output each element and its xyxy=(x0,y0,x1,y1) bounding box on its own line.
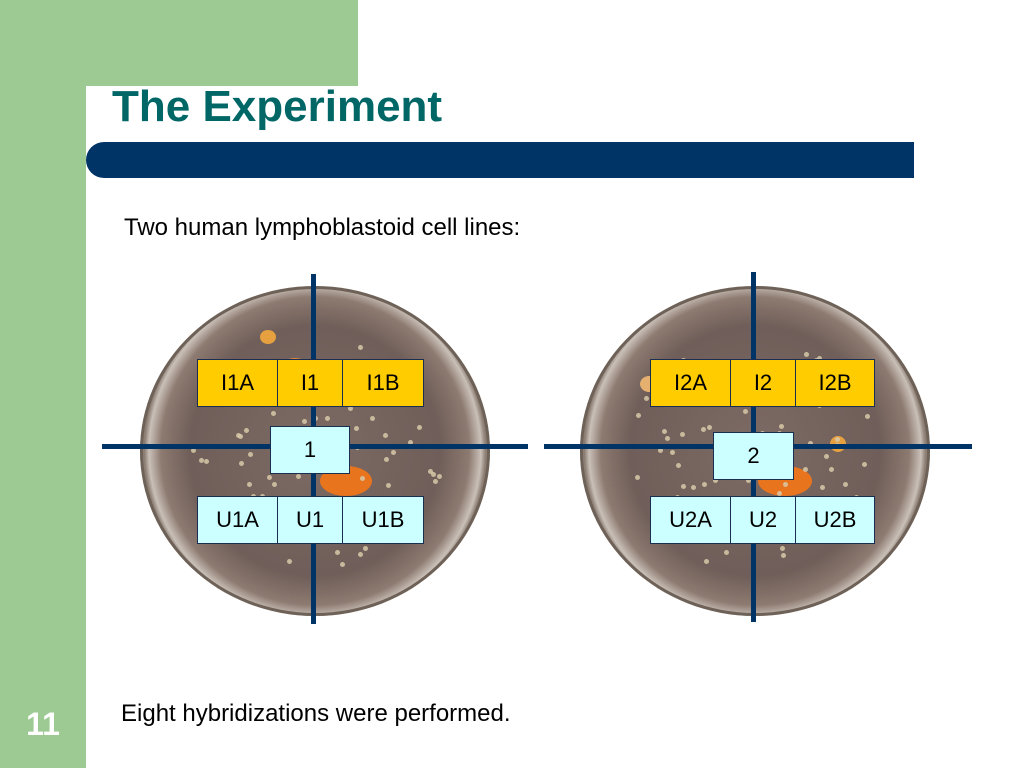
colony-dot xyxy=(353,426,359,432)
colony-dot xyxy=(676,463,682,469)
label-i1: I1 xyxy=(277,359,343,407)
label-u2b: U2B xyxy=(795,496,875,544)
colony-dot xyxy=(244,427,250,433)
label-u2a: U2A xyxy=(650,496,731,544)
colony-dot xyxy=(803,466,809,472)
colony-dot xyxy=(272,481,278,487)
footer-note: Eight hybridizations were performed. xyxy=(121,700,511,727)
colony-dot xyxy=(198,457,204,463)
colony-dot xyxy=(782,481,788,487)
colony-dot xyxy=(348,405,354,411)
colony-dot xyxy=(816,356,822,362)
label-u2: U2 xyxy=(730,496,796,544)
colony-dot xyxy=(834,436,840,442)
colony-dot xyxy=(804,352,810,358)
label-i1b: I1B xyxy=(342,359,424,407)
slide-subtitle: Two human lymphoblastoid cell lines: xyxy=(124,214,521,241)
colony-dot xyxy=(433,479,439,485)
colony-dot xyxy=(862,461,868,467)
colony-dot xyxy=(670,449,676,455)
colony-dot xyxy=(384,456,390,462)
colony-dot xyxy=(745,477,751,483)
colony-dot xyxy=(287,559,293,565)
label-u1a: U1A xyxy=(197,496,278,544)
colony-dot xyxy=(823,453,829,459)
colony-dot xyxy=(702,482,708,488)
colony-dot xyxy=(246,482,252,488)
top-accent-bar xyxy=(0,0,358,86)
colony-dot xyxy=(428,469,434,475)
colony-dot xyxy=(665,436,671,442)
page-number: 11 xyxy=(26,706,60,742)
colony-dot xyxy=(636,413,642,419)
colony-dot xyxy=(808,441,814,447)
colony-dot xyxy=(267,475,273,481)
colony-dot xyxy=(658,447,664,453)
colony-dot xyxy=(778,424,784,430)
colony-dot xyxy=(302,419,308,425)
title-underline-bar xyxy=(86,142,914,178)
orange-colony xyxy=(260,330,276,344)
left-accent-bar xyxy=(0,0,86,768)
label-u1: U1 xyxy=(277,496,343,544)
colony-dot xyxy=(430,471,436,477)
colony-dot xyxy=(865,413,871,419)
colony-dot xyxy=(417,425,423,431)
colony-dot xyxy=(691,484,697,490)
colony-dot xyxy=(436,474,442,480)
colony-dot xyxy=(407,439,413,445)
colony-dot xyxy=(339,561,345,567)
label-dish-2: 2 xyxy=(713,432,794,480)
colony-dot xyxy=(382,433,388,439)
colony-dot xyxy=(235,433,241,439)
colony-dot xyxy=(680,432,686,438)
colony-dot xyxy=(703,559,709,565)
colony-dot xyxy=(743,408,749,414)
label-i2a: I2A xyxy=(650,359,731,407)
label-u1b: U1B xyxy=(342,496,424,544)
colony-dot xyxy=(713,477,719,483)
colony-dot xyxy=(829,466,835,472)
colony-dot xyxy=(780,552,786,558)
colony-dot xyxy=(296,473,302,479)
colony-dot xyxy=(706,425,712,431)
label-i2: I2 xyxy=(730,359,796,407)
colony-dot xyxy=(390,449,396,455)
slide-title: The Experiment xyxy=(112,82,443,131)
colony-dot xyxy=(369,416,375,422)
label-i2b: I2B xyxy=(795,359,875,407)
colony-dot xyxy=(819,485,825,491)
label-dish-1: 1 xyxy=(270,426,350,474)
colony-dot xyxy=(777,490,783,496)
colony-dot xyxy=(723,550,729,556)
colony-dot xyxy=(644,396,650,402)
colony-dot xyxy=(358,344,364,350)
colony-dot xyxy=(362,545,368,551)
colony-dot xyxy=(661,429,667,435)
colony-dot xyxy=(204,459,210,465)
colony-dot xyxy=(681,484,687,490)
colony-dot xyxy=(842,482,848,488)
colony-dot xyxy=(190,447,196,453)
colony-dot xyxy=(248,452,254,458)
colony-dot xyxy=(271,411,277,417)
colony-dot xyxy=(386,483,392,489)
colony-dot xyxy=(634,474,640,480)
colony-dot xyxy=(325,415,331,421)
colony-dot xyxy=(360,476,366,482)
colony-dot xyxy=(780,546,786,552)
colony-dot xyxy=(238,434,244,440)
label-i1a: I1A xyxy=(197,359,278,407)
colony-dot xyxy=(238,460,244,466)
colony-dot xyxy=(334,549,340,555)
colony-dot xyxy=(700,426,706,432)
colony-dot xyxy=(358,551,364,557)
